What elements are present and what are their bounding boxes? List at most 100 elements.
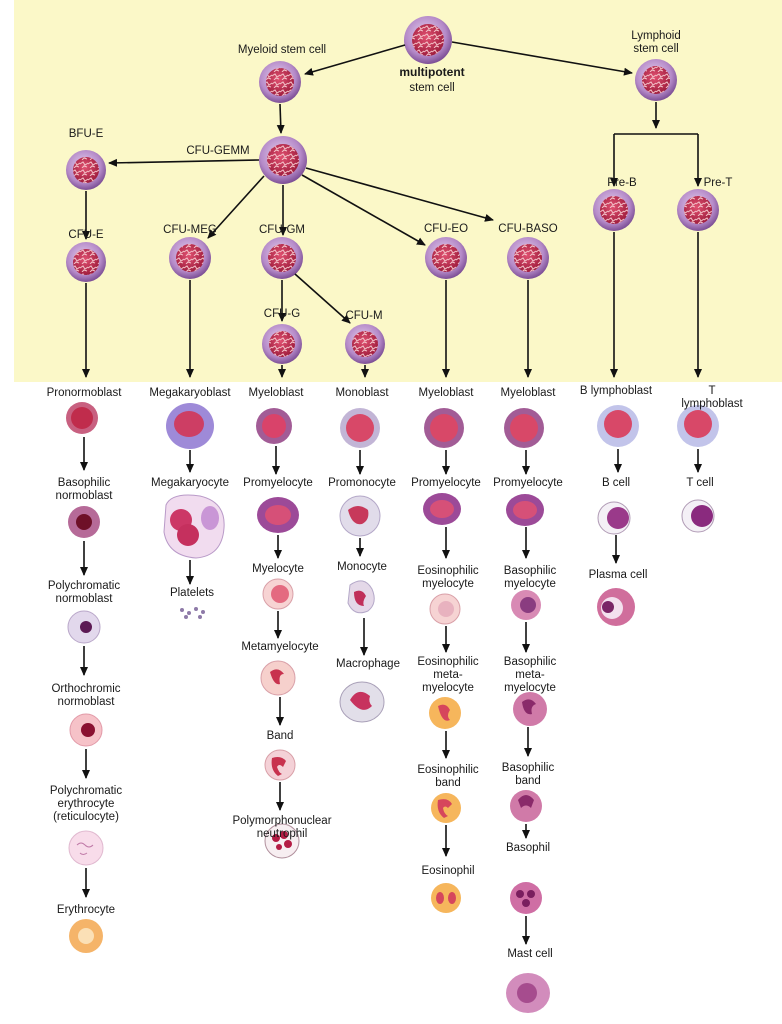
erythrocyte-cell [69, 919, 103, 953]
monoblast-label: Monoblast [335, 387, 389, 399]
cfu-meg-label: CFU-MEG [163, 224, 217, 236]
basophilic-lineage-cells [504, 408, 550, 1013]
erythrocyte-label: Erythrocyte [56, 904, 116, 916]
promonocyte-label: Promonocyte [328, 477, 396, 489]
cfu-e-cell [66, 242, 106, 282]
basophilic-myelocyte-label: Basophilic myelocyte [503, 565, 557, 590]
cfu-eo-label: CFU-EO [423, 223, 469, 235]
bfu-e-cell [66, 150, 106, 190]
cfu-m-label: CFU-M [345, 310, 383, 322]
megakaryoblast-cell [166, 403, 214, 449]
cfu-eo-cell [425, 237, 467, 279]
eosinophilic-myelocyte-label: Eosinophilic myelocyte [417, 565, 479, 590]
eosinophilic-band-label: Eosinophilic band [417, 764, 479, 789]
t-lymphoblast-cell [677, 405, 719, 447]
pre-t-label: Pre-T [703, 177, 733, 189]
metamyelocyte-cell [260, 660, 296, 696]
basophil-label: Basophil [505, 842, 551, 854]
pronormoblast-label: Pronormoblast [46, 387, 122, 399]
cfu-gm-cell [261, 237, 303, 279]
cfu-e-label: CFU-E [68, 229, 104, 241]
b-lymphoid-lineage-cells [597, 405, 639, 626]
eo-myeloblast-cell [424, 408, 464, 448]
band-label: Band [266, 730, 294, 742]
lymphoid-stem-cell-label: Lymphoid stem cell [631, 30, 681, 55]
pre-b-label: Pre-B [607, 177, 637, 189]
metamyelocyte-label: Metamyelocyte [241, 641, 319, 653]
erythroid-lineage-cells [66, 402, 104, 953]
t-lymphoid-lineage-cells [677, 405, 719, 533]
t-cell [681, 499, 715, 533]
b-lymphoblast-label: B lymphoblast [579, 385, 653, 397]
plasma-cell-label: Plasma cell [588, 569, 648, 581]
progenitor-arrows [82, 41, 702, 378]
eosinophilic-metamyelocyte-label: Eosinophilic meta- myelocyte [417, 656, 479, 694]
monoblast-cell [340, 408, 380, 448]
platelets-label: Platelets [169, 587, 215, 599]
platelets [180, 607, 205, 619]
multipotent-label: multipotent [399, 65, 465, 79]
stem-cell-label: stem cell [409, 82, 455, 94]
cfu-m-cell [345, 324, 385, 364]
cfu-gm-label: CFU-GM [259, 224, 305, 236]
eosinophilic-lineage-cells [423, 408, 464, 913]
basophilic-band-cell [510, 790, 542, 822]
polychromatic-normoblast-label: Polychromatic normoblast [47, 580, 121, 605]
eosinophil-cell [431, 883, 461, 913]
neutrophil-cell [264, 823, 300, 859]
megakaryocytic-lineage-cells [163, 403, 225, 619]
promyelocyte-label: Promyelocyte [243, 477, 313, 489]
cfu-g-cell [262, 324, 302, 364]
monocytic-lineage-cells [339, 408, 385, 723]
basophilic-normoblast-cell [68, 506, 100, 538]
progenitor-region-background [14, 0, 782, 382]
bfu-e-label: BFU-E [68, 128, 104, 140]
promyelocyte-cell [257, 497, 299, 533]
mast-cell [506, 973, 550, 1013]
cfu-baso-cell [507, 237, 549, 279]
myeloblast-label: Myeloblast [248, 387, 304, 399]
basophilic-band-label: Basophilic band [501, 762, 555, 787]
t-cell-label: T cell [686, 477, 714, 489]
baso-promyelocyte-label: Promyelocyte [493, 477, 563, 489]
megakaryocyte-label: Megakaryocyte [151, 477, 229, 489]
basophil-cell [510, 882, 542, 914]
eo-promyelocyte-cell [423, 493, 461, 525]
macrophage-label: Macrophage [336, 658, 400, 670]
basophilic-normoblast-label: Basophilic normoblast [55, 477, 113, 502]
band-cell [264, 749, 296, 781]
pre-t-cell [677, 189, 719, 231]
macrophage-cell [339, 681, 385, 723]
baso-myeloblast-label: Myeloblast [500, 387, 556, 399]
eo-promyelocyte-label: Promyelocyte [411, 477, 481, 489]
orthochromic-normoblast-cell [69, 713, 103, 747]
eosinophil-label: Eosinophil [421, 865, 475, 877]
myelocyte-label: Myelocyte [252, 563, 304, 575]
cfu-baso-label: CFU-BASO [498, 223, 558, 235]
lymphoid-stem-cell [635, 59, 677, 101]
eosinophilic-metamyelocyte-cell [429, 697, 461, 729]
multipotent-stem-cell [404, 16, 452, 64]
cfu-gemm-cell [259, 136, 307, 184]
granulocytic-lineage-cells [256, 408, 300, 859]
promonocyte-cell [339, 495, 381, 537]
pre-b-cell [593, 189, 635, 231]
basophilic-metamyelocyte-label: Basophilic meta- myelocyte [503, 656, 557, 694]
basophilic-myelocyte-cell [511, 590, 541, 620]
basophilic-metamyelocyte-cell [513, 692, 547, 726]
myeloid-stem-cell-label: Myeloid stem cell [237, 44, 327, 56]
baso-myeloblast-cell [504, 408, 544, 448]
orthochromic-normoblast-label: Orthochromic normoblast [51, 683, 121, 708]
reticulocyte-label: Polychromatic erythrocyte (reticulocyte) [49, 785, 123, 823]
cfu-meg-cell [169, 237, 211, 279]
eosinophilic-myelocyte-cell [429, 593, 461, 625]
b-lymphoblast-cell [597, 405, 639, 447]
pronormoblast-cell [66, 402, 98, 434]
baso-promyelocyte-cell [506, 494, 544, 526]
cfu-gemm-label: CFU-GEMM [186, 145, 250, 157]
mast-cell-label: Mast cell [507, 948, 553, 960]
b-cell [597, 501, 631, 535]
megakaryocyte-cell [163, 494, 225, 559]
